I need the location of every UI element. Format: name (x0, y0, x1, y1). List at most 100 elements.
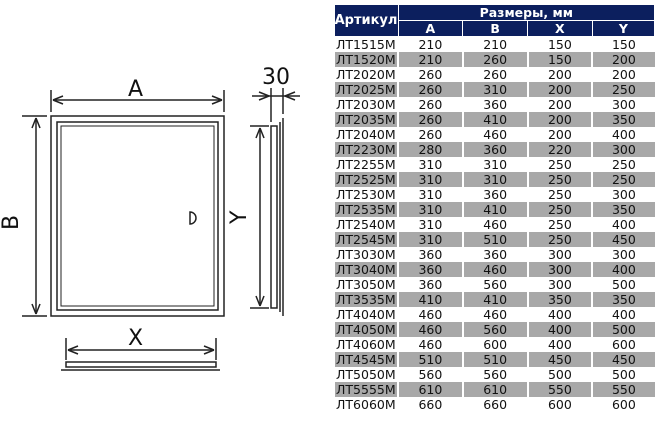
cell-article: ЛТ2525М (333, 172, 398, 187)
cell-article: ЛТ2040М (333, 127, 398, 142)
cell-article: ЛТ2255М (333, 157, 398, 172)
cell-size: 260 (461, 52, 528, 67)
cell-size: 220 (526, 142, 593, 157)
cell-size: 450 (526, 352, 593, 367)
cell-size: 450 (591, 352, 655, 367)
cell-size: 610 (461, 382, 528, 397)
cell-size: 360 (397, 262, 463, 277)
cell-size: 310 (461, 157, 528, 172)
cell-size: 250 (526, 202, 593, 217)
cell-size: 610 (397, 382, 463, 397)
cell-size: 460 (461, 262, 528, 277)
cell-size: 260 (397, 127, 463, 142)
cell-size: 260 (397, 67, 463, 82)
cell-size: 200 (526, 82, 593, 97)
cell-size: 350 (591, 202, 655, 217)
cell-size: 250 (591, 172, 655, 187)
panel-bottom-view (65, 361, 217, 368)
label-depth: 30 (262, 65, 290, 90)
cell-size: 260 (397, 112, 463, 127)
cell-article: ЛТ1515М (333, 36, 398, 52)
cell-article: ЛТ2025М (333, 82, 398, 97)
cell-article: ЛТ3535М (333, 292, 398, 307)
cell-size: 400 (526, 337, 593, 352)
lock-icon (189, 211, 197, 225)
cell-article: ЛТ4545М (333, 352, 398, 367)
cell-size: 460 (461, 307, 528, 322)
cell-size: 460 (397, 307, 463, 322)
header-col-a: A (397, 20, 464, 37)
cell-size: 600 (526, 397, 593, 412)
cell-size: 250 (591, 82, 655, 97)
cell-size: 150 (526, 36, 593, 52)
cell-size: 300 (526, 277, 593, 292)
cell-size: 560 (461, 277, 528, 292)
cell-size: 410 (461, 292, 528, 307)
cell-size: 250 (526, 157, 593, 172)
cell-size: 250 (591, 157, 655, 172)
cell-size: 500 (591, 367, 655, 382)
label-a: A (128, 77, 143, 102)
cell-size: 350 (591, 112, 655, 127)
cell-size: 300 (526, 247, 593, 262)
cell-size: 360 (461, 187, 528, 202)
cell-article: ЛТ6060М (333, 397, 398, 412)
cell-size: 410 (461, 202, 528, 217)
header-col-y: Y (591, 20, 655, 37)
cell-size: 550 (526, 382, 593, 397)
cell-size: 400 (591, 307, 655, 322)
cell-size: 460 (461, 127, 528, 142)
cell-article: ЛТ2535М (333, 202, 398, 217)
cell-size: 200 (526, 67, 593, 82)
cell-size: 200 (591, 52, 655, 67)
cell-size: 310 (397, 157, 463, 172)
cell-size: 510 (397, 352, 463, 367)
cell-size: 210 (397, 36, 463, 52)
cell-size: 400 (591, 262, 655, 277)
cell-size: 200 (591, 67, 655, 82)
cell-size: 150 (526, 52, 593, 67)
cell-size: 200 (526, 97, 593, 112)
cell-article: ЛТ2540М (333, 217, 398, 232)
cell-size: 310 (461, 82, 528, 97)
cell-size: 400 (591, 127, 655, 142)
cell-size: 150 (591, 36, 655, 52)
cell-size: 250 (526, 187, 593, 202)
cell-size: 310 (397, 172, 463, 187)
cell-size: 500 (526, 367, 593, 382)
cell-article: ЛТ4050М (333, 322, 398, 337)
header-col-b: B (462, 20, 528, 37)
panel-side-view (270, 125, 278, 309)
cell-article: ЛТ5050М (333, 367, 398, 382)
cell-size: 200 (526, 112, 593, 127)
header-article: Артикул (333, 4, 399, 37)
cell-size: 250 (526, 232, 593, 247)
cell-size: 210 (461, 36, 528, 52)
cell-size: 350 (591, 292, 655, 307)
cell-size: 310 (397, 187, 463, 202)
cell-size: 560 (397, 367, 463, 382)
cell-size: 460 (461, 217, 528, 232)
cell-size: 400 (591, 217, 655, 232)
cell-size: 360 (461, 142, 528, 157)
cell-size: 260 (397, 97, 463, 112)
